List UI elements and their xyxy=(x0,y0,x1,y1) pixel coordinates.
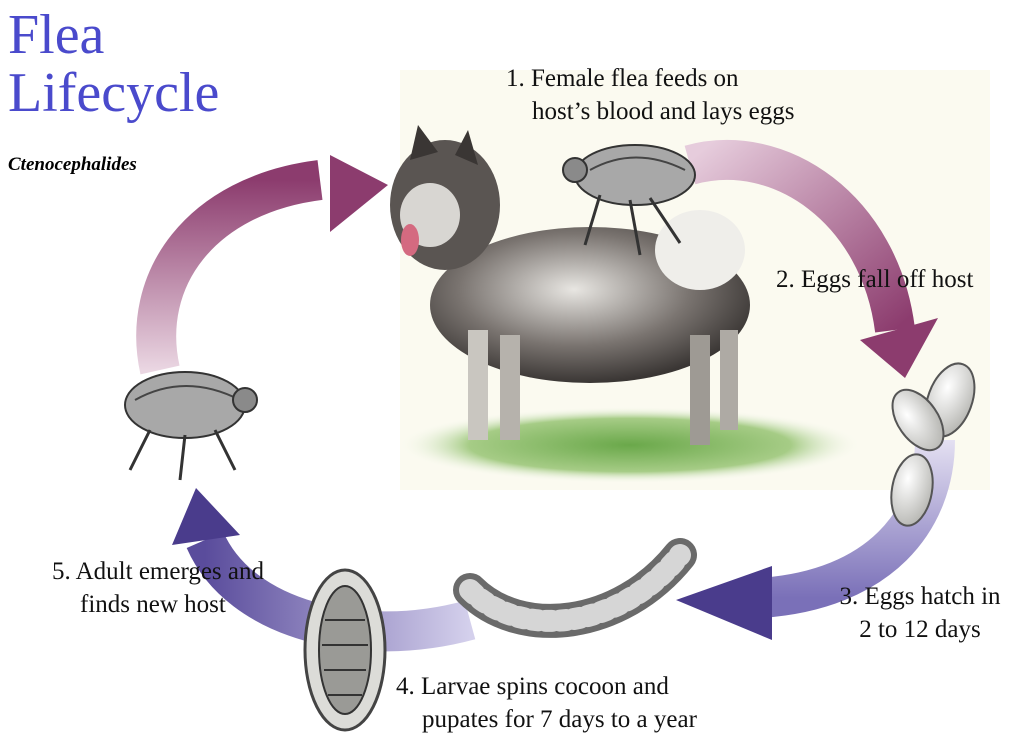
eggs-illustration xyxy=(890,362,976,527)
step-4-label: 4. Larvae spins cocoon and pupates for 7… xyxy=(396,670,697,736)
cocoon-illustration xyxy=(303,568,387,732)
step-1-line-2: host’s blood and lays eggs xyxy=(532,98,795,125)
adult-flea-feeding-illustration xyxy=(562,144,696,256)
step-5-line-2: finds new host xyxy=(80,591,226,618)
arrow-feed-to-eggs xyxy=(684,140,938,378)
step-5-label: 5. Adult emerges and finds new host xyxy=(52,555,264,621)
title-line-2: Lifecycle xyxy=(8,62,220,124)
step-2-label: 2. Eggs fall off host xyxy=(776,263,973,296)
larva-illustration xyxy=(453,538,697,638)
step-2-line-1: 2. Eggs fall off host xyxy=(776,266,974,293)
arrow-adult-to-host xyxy=(136,155,388,375)
step-3-line-1: 3. Eggs hatch in xyxy=(839,583,1001,610)
step-3-line-2: 2 to 12 days xyxy=(859,616,981,643)
title-line-1: Flea xyxy=(8,4,105,66)
step-3-label: 3. Eggs hatch in 2 to 12 days xyxy=(820,580,1020,646)
page-title: Flea Lifecycle xyxy=(8,6,219,122)
step-5-line-1: 5. Adult emerges and xyxy=(52,558,264,585)
step-4-line-1: 4. Larvae spins cocoon and xyxy=(396,673,669,700)
step-1-label: 1. Female flea feeds on host’s blood and… xyxy=(506,62,795,128)
step-4-line-2: pupates for 7 days to a year xyxy=(422,706,697,733)
step-1-line-1: 1. Female flea feeds on xyxy=(506,65,739,92)
species-subtitle: Ctenocephalides xyxy=(8,154,137,175)
dog-illustration xyxy=(390,125,750,445)
adult-flea-emerging-illustration xyxy=(124,371,258,481)
